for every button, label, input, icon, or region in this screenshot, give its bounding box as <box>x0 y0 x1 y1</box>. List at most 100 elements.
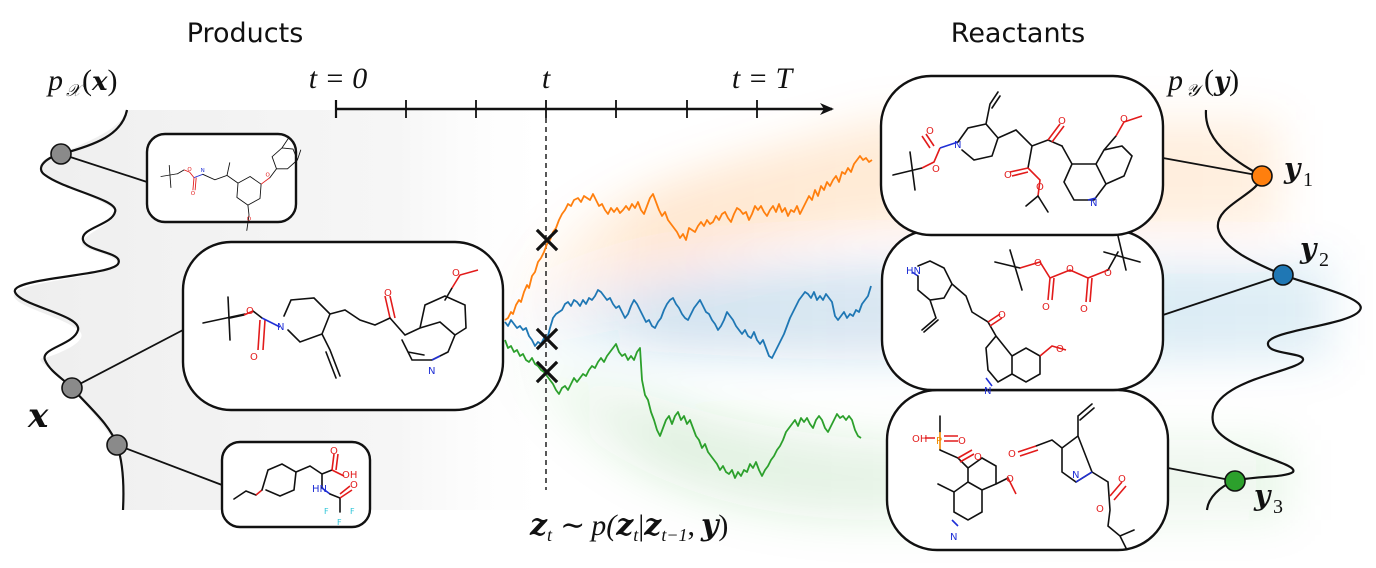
svg-text:HN: HN <box>906 266 921 277</box>
p-symbol: p <box>46 64 63 97</box>
connector-reactant-3 <box>1167 467 1236 482</box>
svg-text:O: O <box>1096 504 1104 515</box>
molecule-structure: OH P O O O N O N O O <box>912 403 1135 549</box>
svg-text:O: O <box>932 164 940 175</box>
svg-text:F: F <box>324 507 329 516</box>
molecule-structure: O O N O O O N O <box>892 91 1143 213</box>
p-argument: (y) <box>1204 64 1239 97</box>
cross-marker-orange <box>535 228 559 252</box>
svg-text:N: N <box>277 322 284 333</box>
products-heading: Products <box>187 18 304 49</box>
reactant-label-y2: y 2 <box>1299 232 1329 271</box>
cross-marker-green <box>535 360 559 384</box>
connector-product-2 <box>71 329 184 389</box>
reactant-molecule-card-2[interactable]: HN O O O O O O N O <box>880 228 1165 397</box>
product-node-3[interactable] <box>106 434 128 456</box>
reactant-node-y3[interactable] <box>1224 470 1246 492</box>
reactant-node-y2[interactable] <box>1272 264 1294 286</box>
reactant-label-y3: y 3 <box>1253 479 1283 518</box>
svg-text:O: O <box>974 452 982 463</box>
svg-text:O: O <box>452 268 460 279</box>
svg-text:y: y <box>1253 479 1272 512</box>
svg-text:O: O <box>1056 344 1064 355</box>
reactant-distribution-curve <box>1204 109 1362 511</box>
svg-text:O: O <box>1034 258 1042 269</box>
product-distribution-label: p 𝒳 (x) <box>46 64 118 100</box>
svg-text:O: O <box>1058 116 1066 127</box>
product-molecule-card-3[interactable]: O OH HN O F F F <box>220 440 372 529</box>
svg-text:N: N <box>950 532 957 543</box>
reactant-molecule-card-3[interactable]: OH P O O O N O N O O <box>885 388 1170 552</box>
svg-text:N: N <box>954 140 961 151</box>
trajectory-blue <box>504 285 872 359</box>
reactants-heading: Reactants <box>951 18 1085 49</box>
svg-text:3: 3 <box>1273 496 1283 518</box>
svg-text:O: O <box>1006 474 1014 485</box>
reactant-molecule-card-1[interactable]: O O N O O O N O <box>879 74 1165 237</box>
svg-text:F: F <box>350 507 355 516</box>
svg-text:1: 1 <box>1303 169 1313 191</box>
svg-text:N: N <box>984 386 991 397</box>
svg-text:O: O <box>1066 264 1074 275</box>
svg-text:HN: HN <box>312 484 327 495</box>
product-node-2[interactable] <box>61 377 83 399</box>
svg-text:O: O <box>1104 268 1112 279</box>
svg-text:N: N <box>1072 470 1079 481</box>
molecule-structure: HN O O O O O O N O <box>906 235 1141 397</box>
svg-text:O: O <box>1042 302 1050 313</box>
diffusion-trajectories <box>504 155 873 479</box>
svg-text:O: O <box>1008 449 1016 460</box>
svg-text:y: y <box>1299 232 1318 265</box>
molecule-structure: O OH HN O F F F <box>233 446 358 527</box>
timeline-end-label: t = T <box>732 62 795 95</box>
product-molecule-card-2[interactable]: O O N O N O <box>181 240 505 412</box>
svg-text:O: O <box>384 288 392 299</box>
svg-text:O: O <box>958 436 966 447</box>
svg-text:O: O <box>1118 474 1126 485</box>
svg-text:O: O <box>246 306 254 317</box>
transition-equation: zt∼p(zt|zt−1,y) <box>529 508 728 545</box>
svg-text:O: O <box>266 173 271 179</box>
cross-marker-blue <box>535 327 559 351</box>
svg-text:zt∼p(zt|zt−1,y): zt∼p(zt|zt−1,y) <box>529 508 728 545</box>
svg-text:OH: OH <box>342 470 357 481</box>
svg-text:O: O <box>330 446 338 457</box>
svg-text:P: P <box>936 436 942 447</box>
svg-text:N: N <box>428 366 435 377</box>
svg-text:O: O <box>247 217 252 223</box>
trajectory-orange <box>504 155 873 321</box>
svg-text:N: N <box>201 168 205 174</box>
svg-text:O: O <box>1004 170 1012 181</box>
product-molecule-card-1[interactable]: O O N O O <box>145 132 302 231</box>
connector-reactant-1 <box>1162 157 1263 177</box>
svg-text:O: O <box>1080 304 1088 315</box>
connector-reactant-2 <box>1162 274 1284 316</box>
svg-text:O: O <box>350 480 358 491</box>
p-argument: (x) <box>82 64 118 97</box>
connector-product-3 <box>116 444 223 486</box>
svg-text:O: O <box>998 310 1006 321</box>
intermediate-state-markers <box>535 228 559 384</box>
svg-text:O: O <box>250 352 258 363</box>
reactant-node-y1[interactable] <box>1251 165 1273 187</box>
timeline-start-label: t = 0 <box>309 62 368 95</box>
trajectory-green <box>504 339 862 479</box>
svg-text:y: y <box>1283 152 1302 185</box>
product-sample-label: x <box>27 396 49 436</box>
svg-text:O: O <box>187 167 192 173</box>
svg-text:O: O <box>191 191 196 197</box>
molecule-structure: O O N O O <box>160 137 302 231</box>
reactant-label-y1: y 1 <box>1283 152 1313 191</box>
p-subscript: 𝒴 <box>1186 81 1204 100</box>
svg-text:O: O <box>1120 114 1128 125</box>
product-node-1[interactable] <box>50 143 72 165</box>
svg-text:2: 2 <box>1319 249 1329 271</box>
svg-text:F: F <box>337 518 342 527</box>
p-symbol: p <box>1166 64 1183 97</box>
time-axis: t = 0 t t = T <box>309 62 834 490</box>
svg-text:OH: OH <box>912 434 927 445</box>
svg-text:O: O <box>1036 182 1044 193</box>
svg-text:O: O <box>926 126 934 137</box>
timeline-mid-label: t <box>542 62 551 95</box>
